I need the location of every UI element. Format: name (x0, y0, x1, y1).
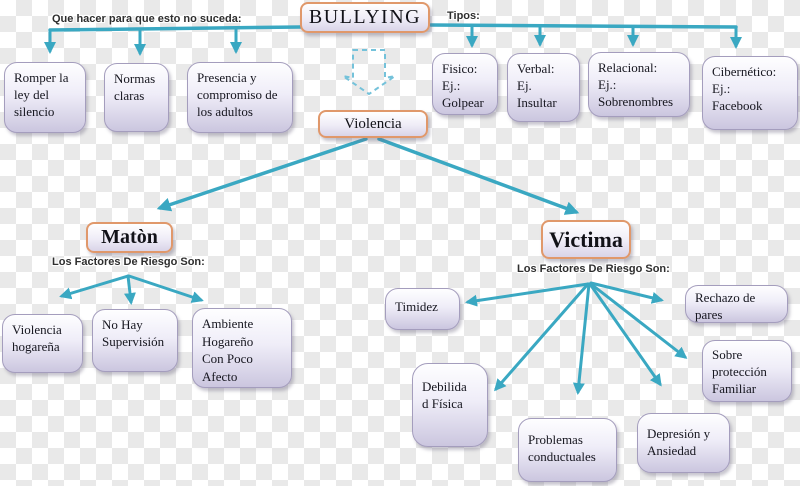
node-romper-la-ley: Romper la ley del silencio (4, 62, 86, 133)
arrow-victima-f4 (588, 282, 662, 387)
node-violencia-hogarena: Violencia hogareña (2, 314, 83, 373)
node-sobreproteccion-familiar: Sobre protección Familiar (702, 340, 792, 402)
node-debilidad-fisica: Debilida d Física (412, 363, 488, 447)
arrow-victima-f2 (494, 282, 590, 392)
node-fisico: Fisico: Ej.: Golpear (432, 53, 498, 115)
maton-risk-factors-label: Los Factores De Riesgo Son: (52, 256, 205, 268)
arrow-violencia-to-victima (377, 137, 580, 215)
arrow-types-bar (429, 23, 738, 29)
node-ambiente-hogareno: Ambiente Hogareño Con Poco Afecto (192, 308, 292, 388)
bullying-node: BULLYING (300, 2, 430, 33)
node-depresion-ansiedad: Depresión y Ansiedad (637, 413, 730, 473)
node-normas-claras: Normas claras (104, 63, 169, 132)
prevention-label: Que hacer para que esto no suceda: (52, 13, 242, 25)
types-label: Tipos: (447, 10, 480, 22)
arrow-victima-f1 (465, 282, 590, 307)
arrow-prevention-bar (48, 25, 303, 32)
node-presencia-adultos: Presencia y compromiso de los adultos (187, 62, 293, 133)
dashed-down-arrow-icon (342, 49, 396, 95)
arrow-victima-f5 (589, 282, 688, 359)
arrow-maton-f3 (127, 274, 204, 303)
arrow-victima-f3 (572, 282, 591, 395)
node-timidez: Timidez (385, 288, 460, 330)
node-problemas-conductuales: Problemas conductuales (518, 418, 617, 482)
node-rechazo-de-pares: Rechazo de pares (685, 285, 788, 323)
victima-risk-factors-label: Los Factores De Riesgo Son: (517, 263, 670, 275)
violencia-node: Violencia (318, 110, 428, 138)
arrow-maton-f2 (124, 274, 136, 305)
node-relacional: Relacional: Ej.: Sobrenombres (588, 52, 690, 117)
arrow-violencia-to-maton (156, 137, 368, 212)
maton-node: Matòn (86, 222, 173, 253)
node-verbal: Verbal: Ej. Insultar (507, 53, 580, 122)
node-no-hay-supervision: No Hay Supervisión (92, 309, 178, 372)
arrow-maton-f1 (59, 274, 130, 300)
arrow-victima-f6 (589, 281, 664, 304)
victima-node: Victima (541, 220, 631, 259)
node-cibernetico: Cibernético: Ej.: Facebook (702, 56, 798, 130)
